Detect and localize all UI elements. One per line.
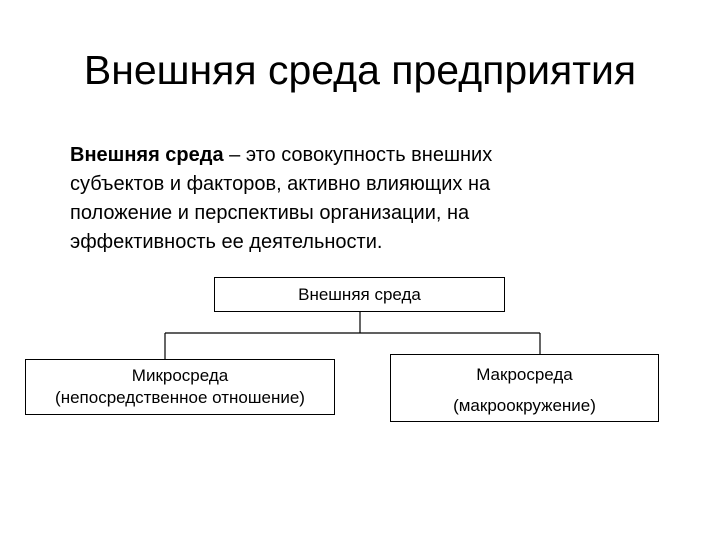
definition-term: Внешняя среда — [70, 144, 224, 166]
definition-line-4: эффективность ее деятельности. — [70, 231, 383, 253]
definition-line-3: положение и перспективы организации, на — [70, 202, 470, 224]
node-macro-environment: Макросреда (макроокружение) — [390, 354, 659, 422]
slide-title: Внешняя среда предприятия — [83, 47, 637, 93]
definition-line-1: Внешняя среда – это совокупность внешних — [70, 141, 630, 170]
node-micro-environment: Микросреда (непосредственное отношение) — [25, 359, 335, 415]
definition-text: Внешняя среда – это совокупность внешних… — [70, 141, 630, 257]
definition-line-2: субъектов и факторов, активно влияющих н… — [70, 173, 491, 195]
node-macro-environment-title: Макросреда — [476, 365, 573, 384]
node-external-environment-label: Внешняя среда — [298, 285, 421, 304]
node-micro-environment-subtitle: (непосредственное отношение) — [55, 388, 305, 407]
node-external-environment: Внешняя среда — [214, 277, 505, 312]
node-micro-environment-title: Микросреда — [131, 366, 229, 385]
node-macro-environment-subtitle: (макроокружение) — [453, 396, 596, 415]
definition-line-1-rest: – это совокупность внешних — [223, 144, 493, 166]
